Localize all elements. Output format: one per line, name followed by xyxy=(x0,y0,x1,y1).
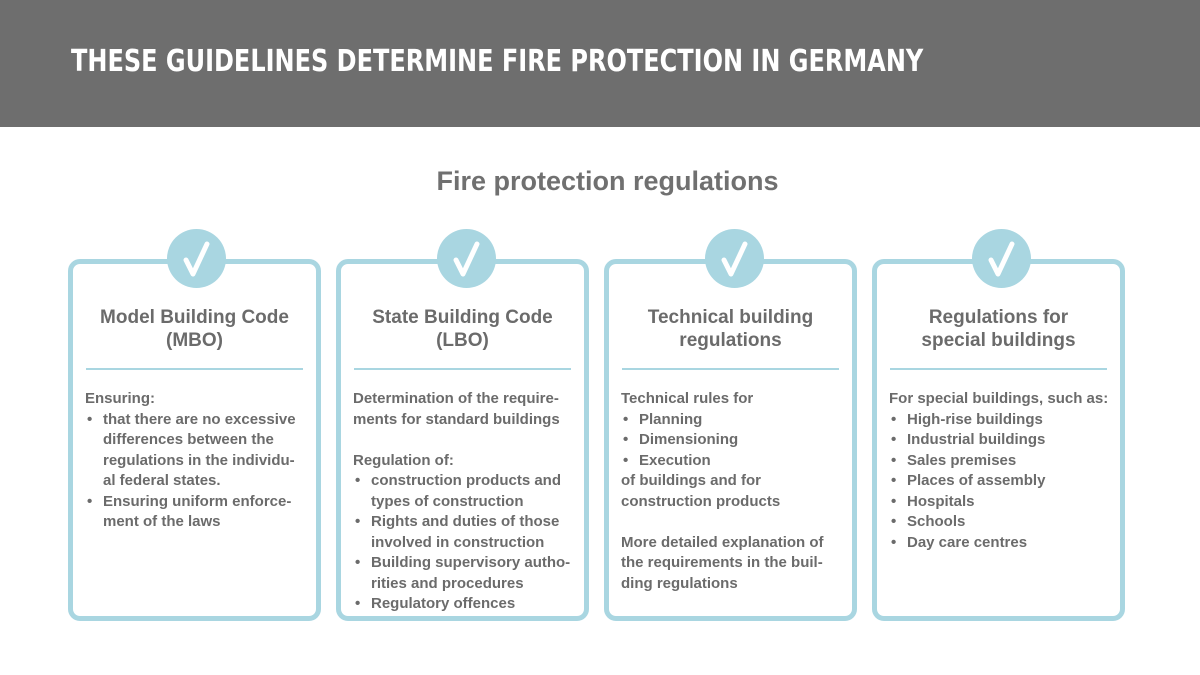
card-body: Ensuring: that there are no excessive di… xyxy=(85,389,310,533)
card-title: Technical building regulations xyxy=(647,307,814,351)
list-item: Industrial buildings xyxy=(889,430,1114,451)
list-item: Ensuring uniform enforce- ment of the la… xyxy=(85,492,310,533)
card-title: Model Building Code (MBO) xyxy=(100,307,289,351)
check-icon xyxy=(167,229,226,288)
check-icon xyxy=(972,229,1031,288)
list-item: Sales premises xyxy=(889,451,1114,472)
bullet-list: construction products and types of const… xyxy=(353,471,578,615)
card-technical-building-regulations: Technical building regulations Technical… xyxy=(604,259,857,621)
divider xyxy=(890,368,1107,370)
list-item: Planning xyxy=(621,410,846,431)
card-body: Technical rules for Planning Dimensionin… xyxy=(621,389,846,594)
card-special-buildings: Regulations for special buildings For sp… xyxy=(872,259,1125,621)
list-item: High-rise buildings xyxy=(889,410,1114,431)
card-title: State Building Code (LBO) xyxy=(372,307,553,351)
check-icon xyxy=(437,229,496,288)
page-title: THESE GUIDELINES DETERMINE FIRE PROTECTI… xyxy=(71,44,924,79)
check-icon xyxy=(705,229,764,288)
list-item: construction products and types of const… xyxy=(353,471,578,512)
section-subtitle: Fire protection regulations xyxy=(436,166,779,196)
list-item: Rights and duties of those involved in c… xyxy=(353,512,578,553)
card-title: Regulations for special buildings xyxy=(921,307,1076,351)
card-model-building-code: Model Building Code (MBO) Ensuring: that… xyxy=(68,259,321,621)
bullet-list: Planning Dimensioning Execution xyxy=(621,410,846,472)
list-item: Places of assembly xyxy=(889,471,1114,492)
bullet-list: that there are no excessive differences … xyxy=(85,410,310,533)
list-item: Building supervisory autho- rities and p… xyxy=(353,553,578,594)
header-banner: THESE GUIDELINES DETERMINE FIRE PROTECTI… xyxy=(0,0,1200,127)
divider xyxy=(354,368,571,370)
list-item: Schools xyxy=(889,512,1114,533)
card-state-building-code: State Building Code (LBO) Determination … xyxy=(336,259,589,621)
list-item: Day care centres xyxy=(889,533,1114,554)
divider xyxy=(86,368,303,370)
list-item: Dimensioning xyxy=(621,430,846,451)
divider xyxy=(622,368,839,370)
list-item: Execution xyxy=(621,451,846,472)
list-item: Hospitals xyxy=(889,492,1114,513)
card-body: Determination of the require- ments for … xyxy=(353,389,578,615)
card-body: For special buildings, such as: High-ris… xyxy=(889,389,1114,553)
bullet-list: High-rise buildings Industrial buildings… xyxy=(889,410,1114,554)
list-item: Regulatory offences xyxy=(353,594,578,615)
list-item: that there are no excessive differences … xyxy=(85,410,310,492)
